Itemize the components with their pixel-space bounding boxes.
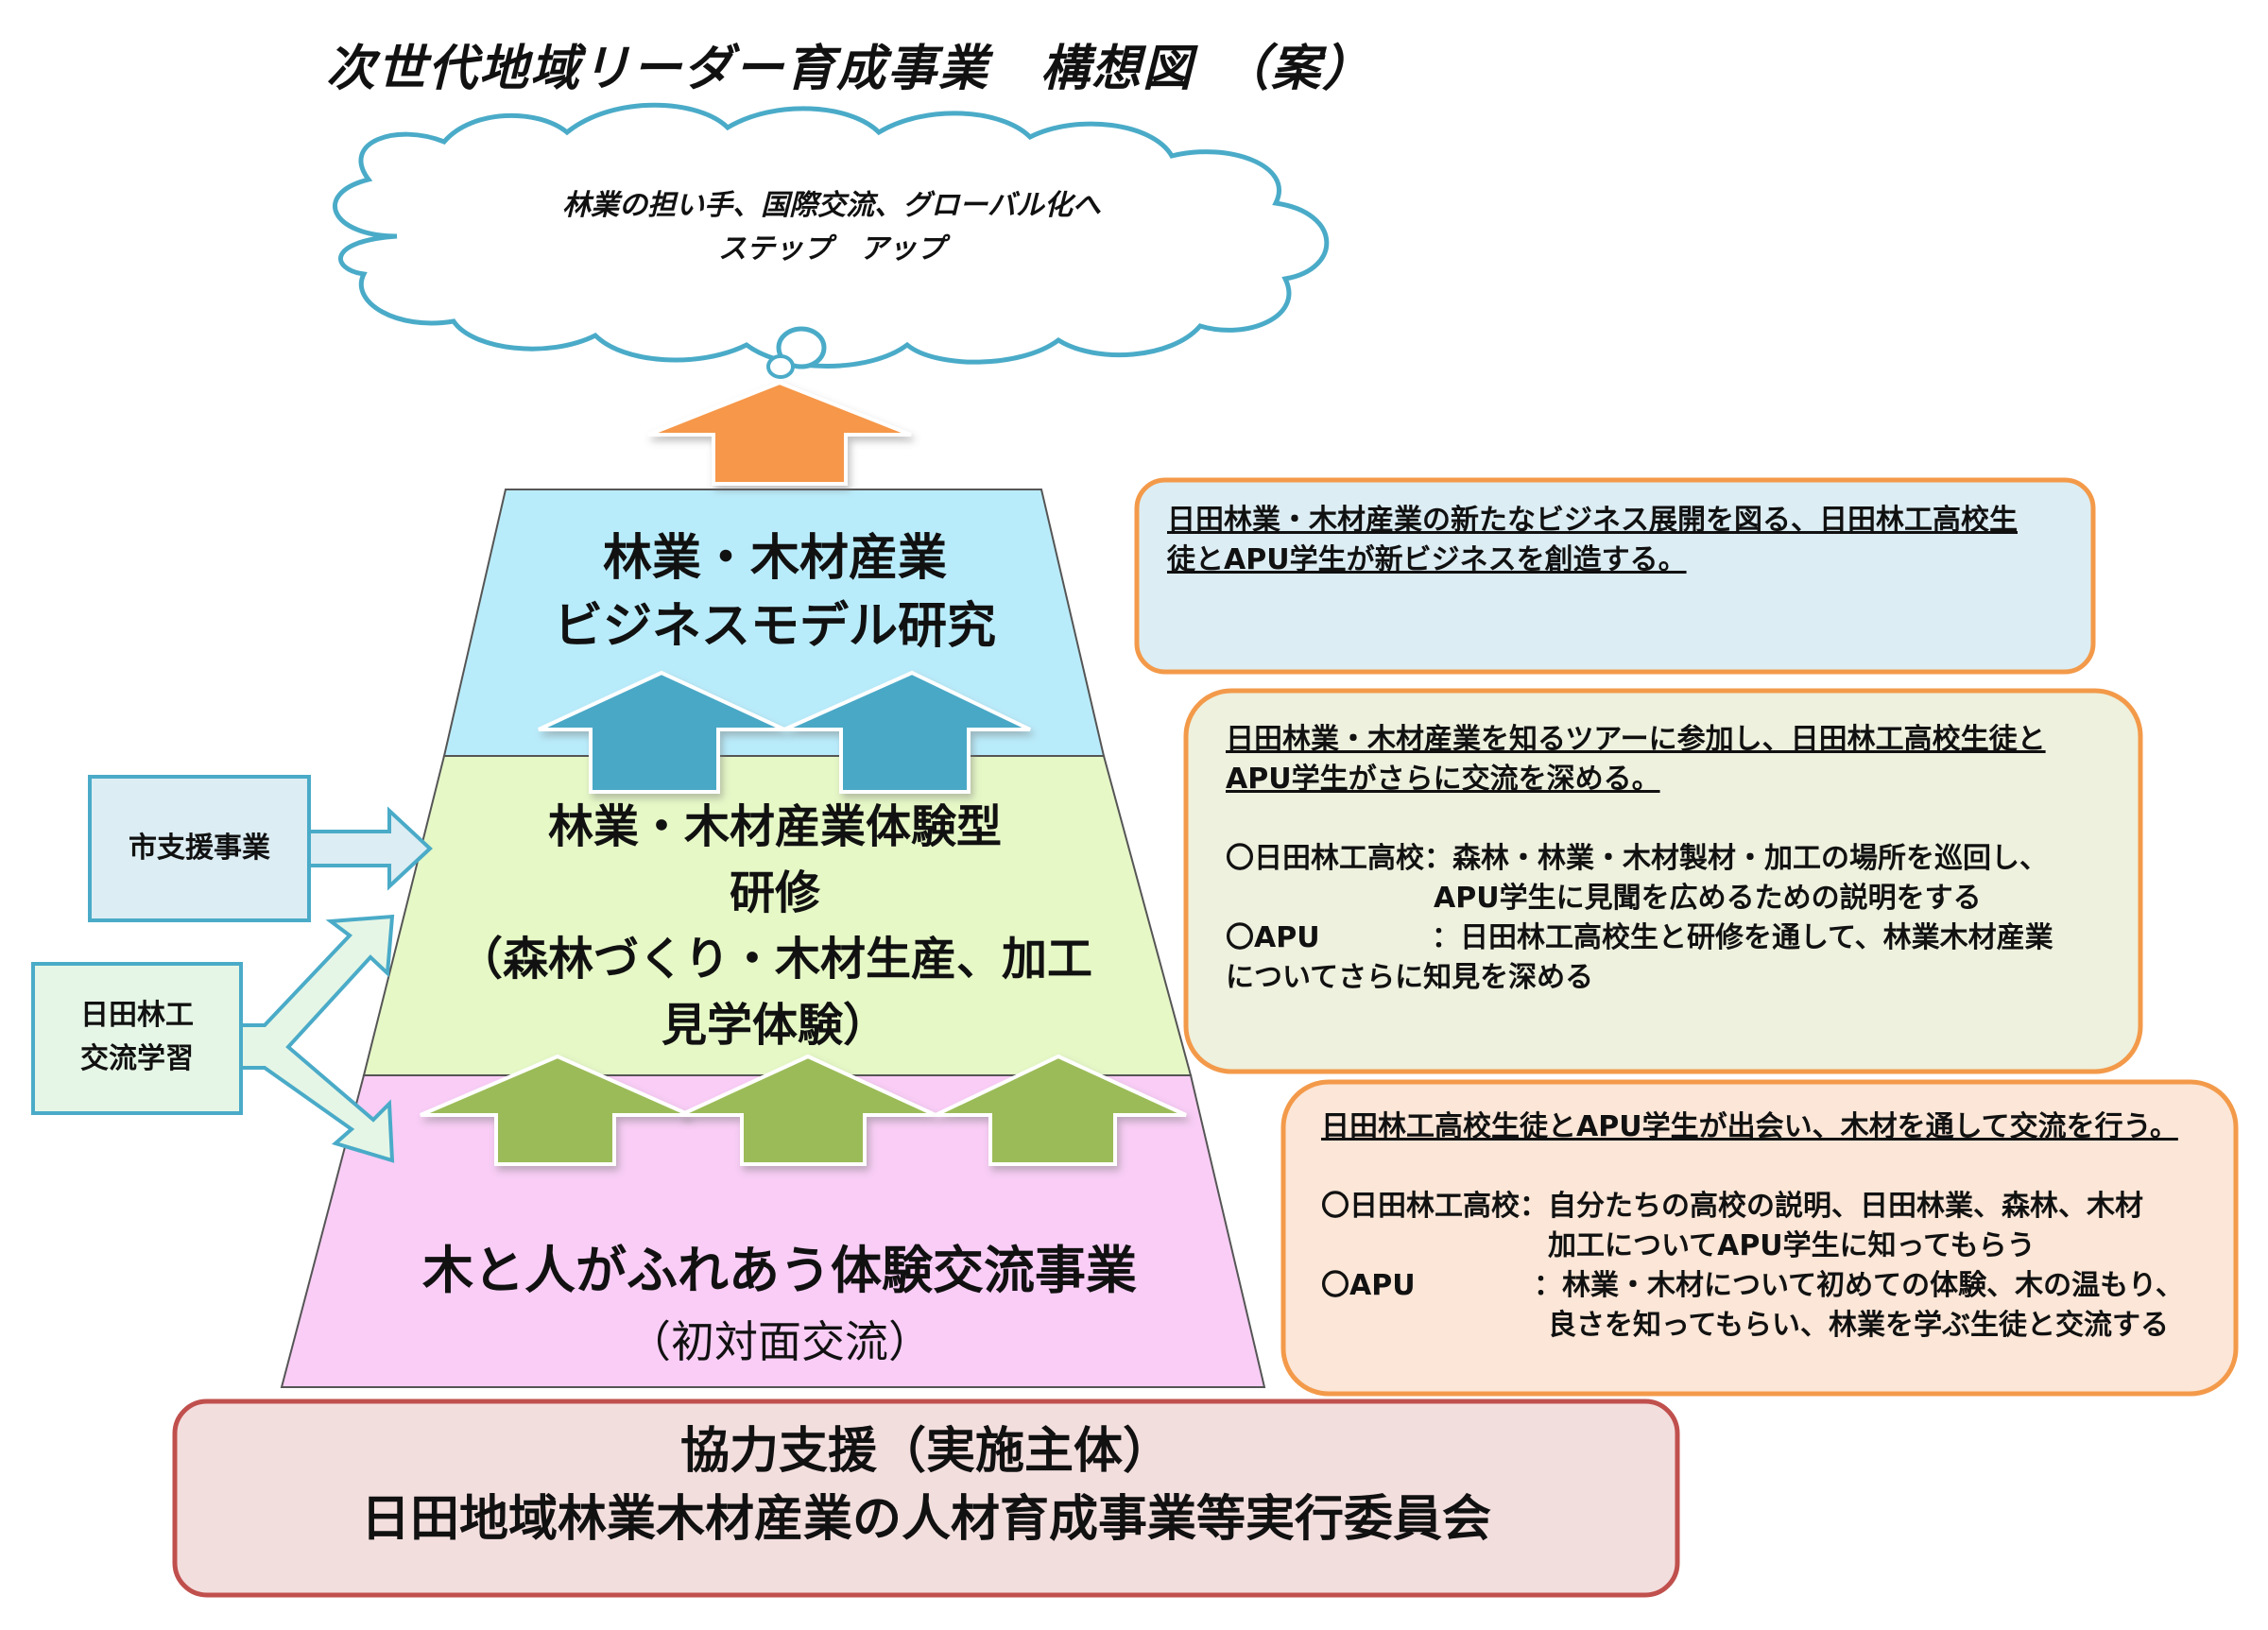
- note-bottom-apu-row-2: 良さを知ってもらい、林業を学ぶ生徒と交流する: [1321, 1306, 2184, 1346]
- note-box-bottom: [1280, 1079, 2239, 1397]
- note-bottom-apu-key: 〇APU: [1321, 1269, 1416, 1302]
- note-middle-line-2: APU学生がさらに交流を深める。: [1226, 763, 1660, 796]
- note-top-line-1: 日田林業・木材産業の新たなビジネス展開を図る、日田林工高校生: [1167, 504, 2018, 537]
- note-bottom-school-row: 〇日田林工高校 ：自分たちの高校の説明、日田林業、森林、木材: [1321, 1187, 2184, 1227]
- thought-cloud: [333, 102, 1330, 369]
- note-middle-school-row: 〇日田林工高校 ：森林・林業・木材製材・加工の場所を巡回し、: [1226, 839, 2053, 879]
- arrow-up-blue-right: [783, 670, 1031, 794]
- cloud-bubble-small: [766, 354, 795, 379]
- tier-middle-line-1: 林業・木材産業体験型: [547, 800, 1002, 853]
- tier-middle-line-2: 研修: [729, 866, 820, 919]
- tier-top-label: 林業・木材産業 ビジネスモデル研究: [444, 524, 1106, 661]
- note-bottom-school-value-2: 加工についてAPU学生に知ってもらう: [1548, 1229, 2036, 1262]
- tier-middle-line-3: （森林づくり・木材生産、加工: [456, 933, 1092, 986]
- note-middle-apu-value-2: についてさらに知見を深める: [1226, 961, 1594, 994]
- school-exchange-box: [31, 962, 243, 1115]
- note-middle-school-value-2: APU学生に見聞を広めるための説明をする: [1434, 882, 1982, 915]
- note-bottom-school-row-2: 加工についてAPU学生に知ってもらう: [1321, 1227, 2184, 1266]
- note-middle-school-value-1: ：森林・林業・木材製材・加工の場所を巡回し、: [1424, 842, 2048, 875]
- note-middle-text: 日田林業・木材産業を知るツアーに参加し、日田林工高校生徒と APU学生がさらに交…: [1226, 720, 2053, 998]
- note-middle-school-key: 〇日田林工高校: [1226, 842, 1424, 875]
- arrow-up-green-center: [679, 1054, 936, 1166]
- tier-middle-label: 林業・木材産業体験型 研修 （森林づくり・木材生産、加工 見学体験）: [397, 794, 1153, 1058]
- cloud-line-2: ステップ アップ: [718, 232, 945, 266]
- note-bottom-school-value-1: ：自分たちの高校の説明、日田林業、森林、木材: [1520, 1190, 2143, 1223]
- note-top-line-2: 徒とAPU学生が新ビジネスを創造する。: [1167, 543, 1687, 576]
- note-bottom-school-key: 〇日田林工高校: [1321, 1190, 1520, 1223]
- note-box-middle: [1183, 688, 2143, 1074]
- tier-bottom-subtitle: （初対面交流）: [627, 1316, 932, 1367]
- arrow-up-orange: [647, 380, 912, 486]
- diagram-title: 次世代地域リーダー育成事業 構想図 （案）: [326, 41, 1374, 97]
- note-middle-school-row-2: APU学生に見聞を広めるための説明をする: [1226, 879, 2053, 918]
- note-bottom-line-1: 日田林工高校生徒とAPU学生が出会い、木材を通して交流を行う。: [1321, 1110, 2178, 1143]
- foundation-line-2: 日田地域林業木材産業の人材育成事業等実行委員会: [360, 1491, 1491, 1548]
- note-top-text: 日田林業・木材産業の新たなビジネス展開を図る、日田林工高校生 徒とAPU学生が新…: [1167, 501, 2018, 580]
- note-bottom-apu-row: 〇APU ：林業・木材について初めての体験、木の温もり、: [1321, 1266, 2184, 1306]
- foundation-line-1: 協力支援（実施主体）: [679, 1423, 1172, 1480]
- city-support-box: [88, 775, 311, 922]
- tier-top-line-1: 林業・木材産業: [602, 530, 947, 587]
- arrow-up-blue-left: [538, 670, 785, 794]
- school-exchange-line-2: 交流学習: [80, 1042, 194, 1075]
- note-middle-apu-value-1: ：日田林工高校生と研修を通して、林業木材産業: [1432, 921, 2053, 954]
- arrow-up-green-right: [935, 1054, 1187, 1166]
- note-bottom-apu-value-2: 良さを知ってもらい、林業を学ぶ生徒と交流する: [1548, 1309, 2169, 1342]
- note-middle-apu-row: 〇APU ：日田林工高校生と研修を通して、林業木材産業: [1226, 918, 2053, 958]
- tier-top-line-2: ビジネスモデル研究: [553, 598, 996, 655]
- note-box-top: [1134, 477, 2096, 675]
- arrow-right-city-support: [307, 806, 433, 891]
- note-middle-apu-key: 〇APU: [1226, 921, 1320, 954]
- foundation-label: 協力支援（実施主体） 日田地域林業木材産業の人材育成事業等実行委員会: [175, 1417, 1677, 1553]
- foundation-box: [172, 1398, 1680, 1598]
- tier-middle-line-4: 見学体験）: [661, 999, 888, 1052]
- arrow-fork-school-exchange: [239, 914, 395, 1163]
- cloud-bubble-large: [776, 326, 827, 369]
- note-middle-line-1: 日田林業・木材産業を知るツアーに参加し、日田林工高校生徒と: [1226, 723, 2046, 756]
- note-bottom-apu-value-1: ：林業・木材について初めての体験、木の温もり、: [1534, 1269, 2184, 1302]
- city-support-label: 市支援事業: [129, 832, 270, 865]
- note-bottom-text: 日田林工高校生徒とAPU学生が出会い、木材を通して交流を行う。 〇日田林工高校 …: [1321, 1107, 2184, 1346]
- tier-bottom-title: 木と人がふれあう体験交流事業: [422, 1241, 1137, 1300]
- cloud-line-1: 林業の担い手、国際交流、グローバル化へ: [562, 189, 1101, 222]
- school-exchange-line-1: 日田林工: [80, 999, 194, 1032]
- arrow-up-green-left: [420, 1054, 691, 1166]
- cloud-text: 林業の担い手、国際交流、グローバル化へ ステップ アップ: [444, 184, 1219, 271]
- school-exchange-label: 日田林工 交流学習: [33, 994, 241, 1081]
